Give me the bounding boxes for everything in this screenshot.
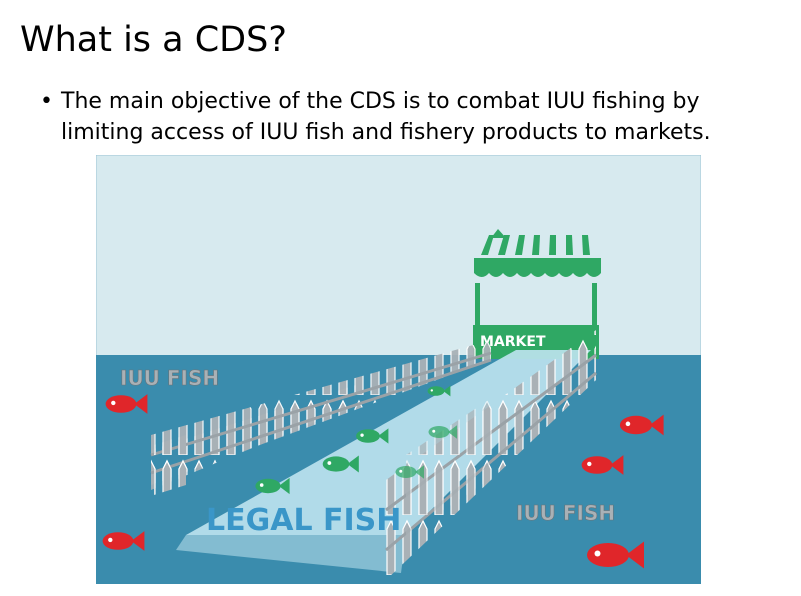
bullet-text: The main objective of the CDS is to comb… xyxy=(61,89,711,145)
bullet-point: • The main objective of the CDS is to co… xyxy=(40,86,785,148)
right-fence xyxy=(385,330,597,580)
legal-fish-icon xyxy=(356,428,389,444)
iuu-fish-icon xyxy=(102,531,145,551)
legal-fish-icon xyxy=(427,385,451,397)
market-label: MARKET xyxy=(480,334,546,350)
legal-fish-icon xyxy=(255,477,290,495)
legal-fish-icon xyxy=(395,465,424,479)
market-stall: MARKET xyxy=(473,229,601,359)
left-fence xyxy=(150,340,492,495)
legal-fish-label: LEGAL FISH xyxy=(206,503,401,538)
iuu-label-right: IUU FISH xyxy=(516,501,615,525)
market-awning xyxy=(474,229,601,277)
iuu-fish-icon xyxy=(587,541,644,569)
legal-path-front xyxy=(176,535,406,573)
iuu-fish-group xyxy=(102,394,664,569)
iuu-fish-icon xyxy=(581,455,624,475)
legal-fish-icon xyxy=(322,455,359,473)
iuu-label-left: IUU FISH xyxy=(120,366,219,390)
iuu-fish-icon xyxy=(105,394,148,414)
market-post-right xyxy=(592,283,597,328)
market-post-left xyxy=(475,283,480,328)
illustration-svg: MARKET xyxy=(96,155,701,584)
legal-fish-group xyxy=(255,385,457,495)
iuu-fish-icon xyxy=(619,414,664,436)
cds-illustration: MARKET xyxy=(96,155,701,584)
legal-fish-icon xyxy=(428,425,457,439)
slide-title: What is a CDS? xyxy=(20,20,287,60)
bullet-dot: • xyxy=(40,89,53,114)
